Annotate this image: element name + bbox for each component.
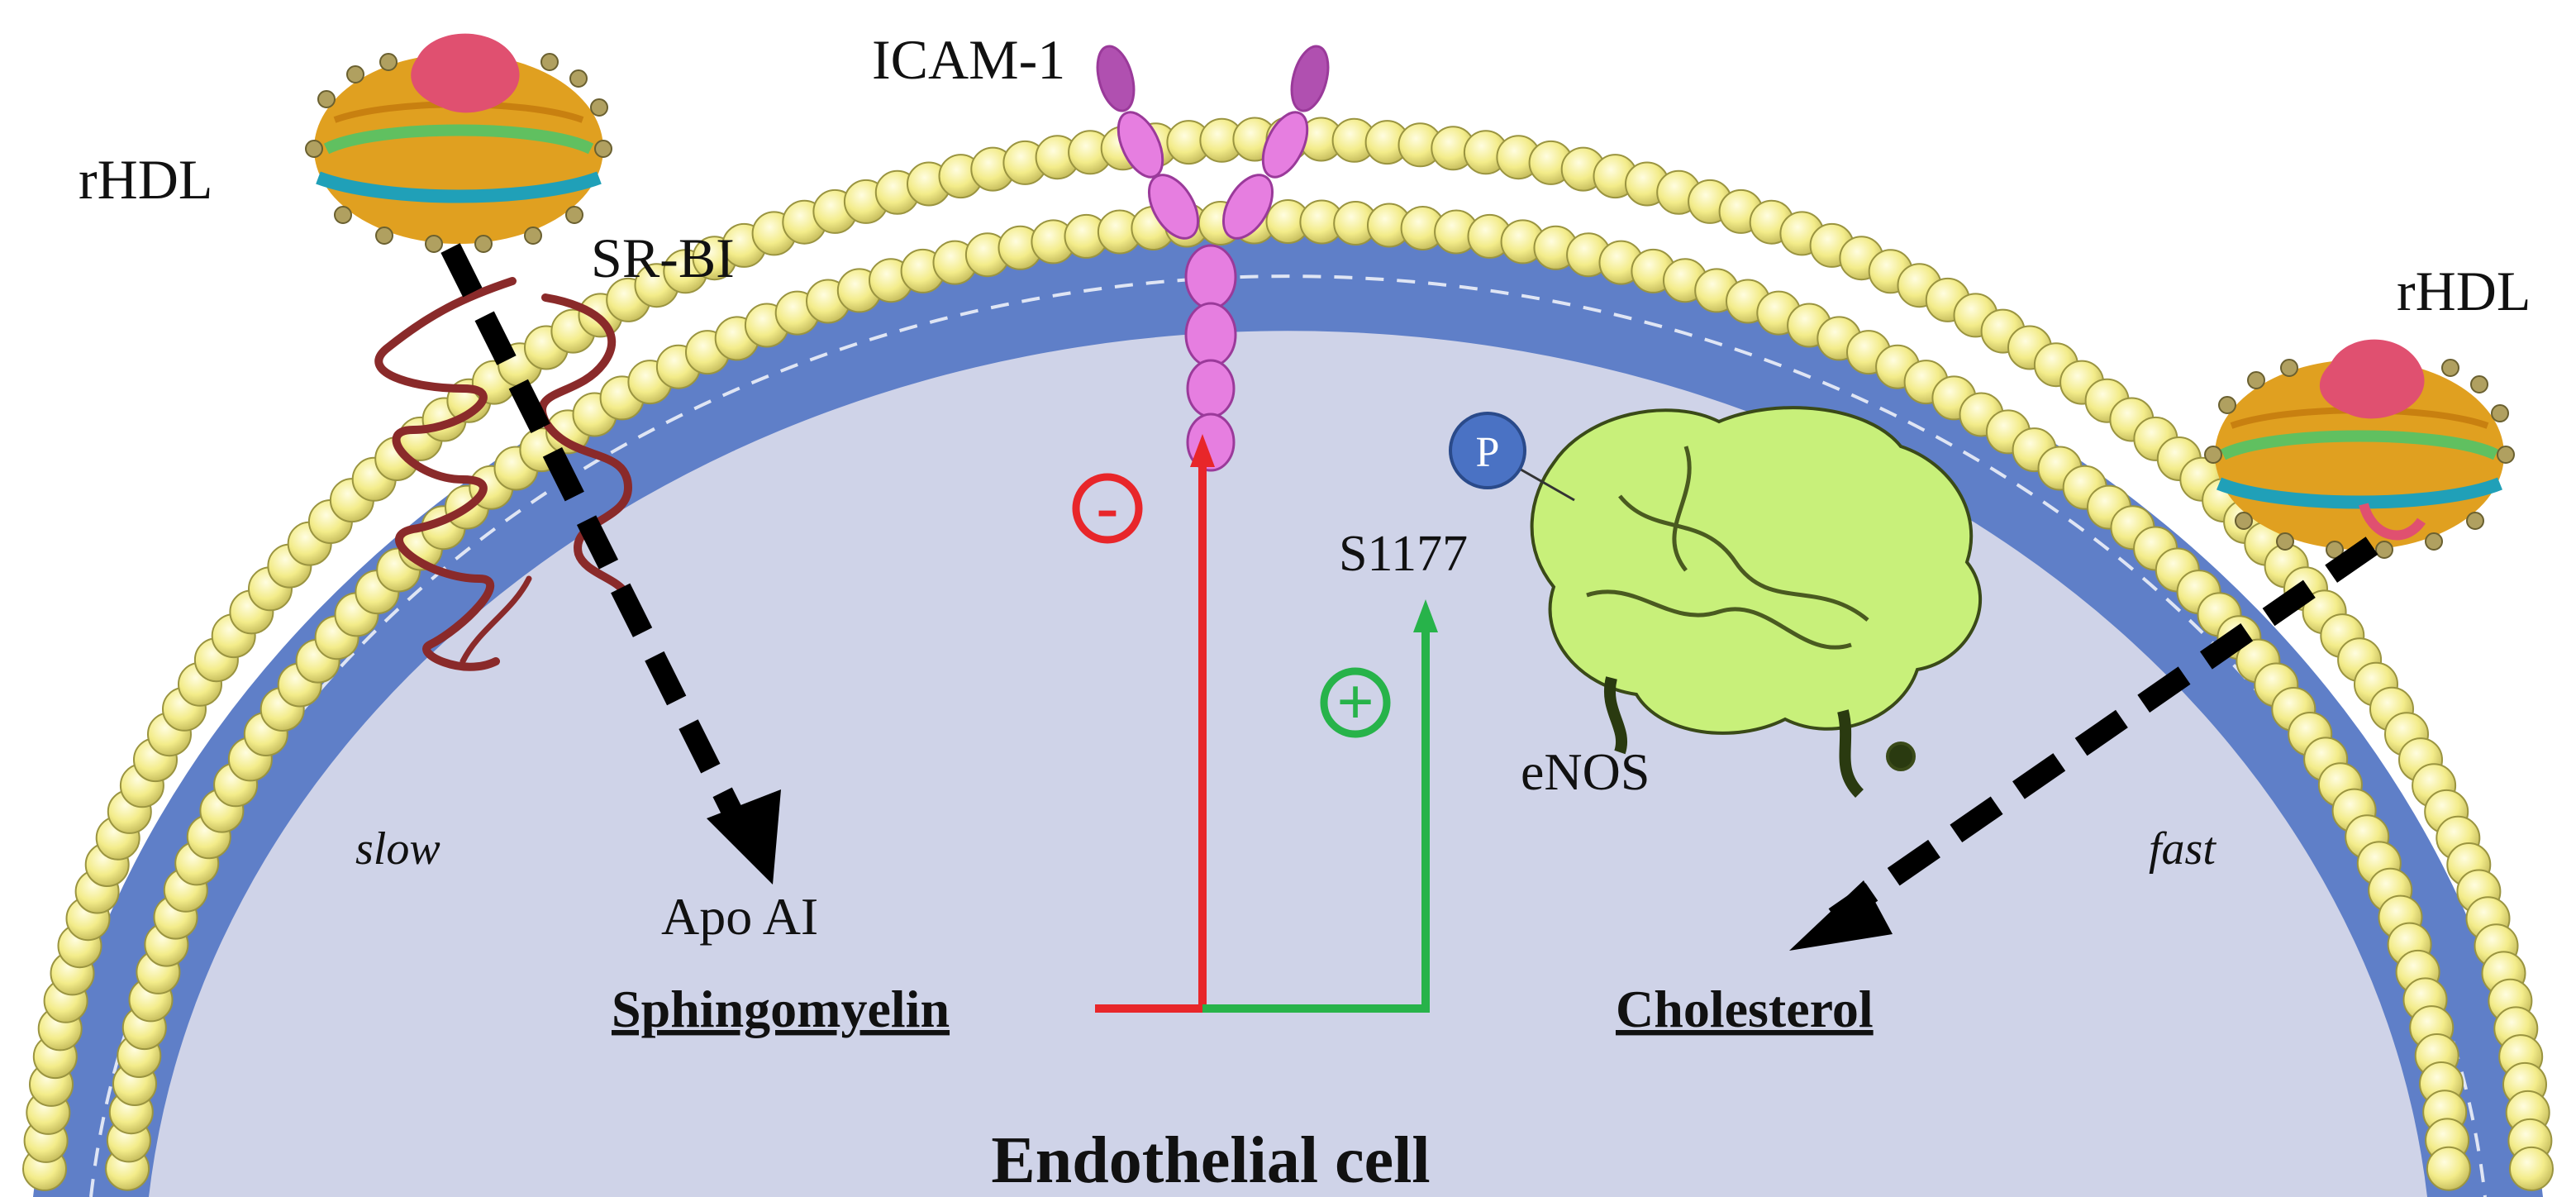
rhdl-particle-right xyxy=(2204,339,2515,559)
lipid-head xyxy=(2426,1146,2471,1191)
icam-1-receptor xyxy=(1096,45,1330,472)
fast-label: fast xyxy=(2149,823,2217,875)
enos-label: eNOS xyxy=(1521,742,1650,801)
plus-label: + xyxy=(1336,666,1374,739)
slow-label: slow xyxy=(355,823,440,875)
slow-transport-arrow xyxy=(440,243,754,840)
rhdl-right-label: rHDL xyxy=(2397,260,2531,322)
phospho-label: P xyxy=(1476,429,1500,476)
lipid-head xyxy=(2509,1146,2554,1191)
icam-1-label: ICAM-1 xyxy=(872,28,1065,91)
minus-symbol xyxy=(1072,473,1143,544)
apo-ai-label: Apo AI xyxy=(661,887,818,946)
fast-transport-arrowhead xyxy=(1789,880,1893,951)
endothelial-cell xyxy=(22,117,2554,1197)
s1177-label: S1177 xyxy=(1339,526,1468,582)
cholesterol-label: Cholesterol xyxy=(1616,980,1874,1038)
srbi-label: SR-BI xyxy=(591,227,735,289)
minus-label: - xyxy=(1097,471,1119,544)
srbi-receptor xyxy=(374,277,634,671)
fast-transport-arrow xyxy=(1828,537,2378,927)
phospho-badge: P xyxy=(1449,412,1526,489)
sphingomyelin-label: Sphingomyelin xyxy=(612,980,950,1038)
rhdl-left-label: rHDL xyxy=(79,148,212,211)
cell-title: Endothelial cell xyxy=(991,1124,1430,1197)
plus-symbol xyxy=(1320,667,1391,738)
lipid-heads-inner-leaflet xyxy=(105,199,2471,1191)
phospho-connector xyxy=(1516,465,1575,502)
slow-transport-arrowhead xyxy=(707,789,781,885)
cytoplasm xyxy=(149,331,2427,1197)
rhdl-particle-left xyxy=(305,33,612,253)
enos-protein xyxy=(1530,406,1983,798)
activate-pathway: + xyxy=(1202,599,1438,1013)
